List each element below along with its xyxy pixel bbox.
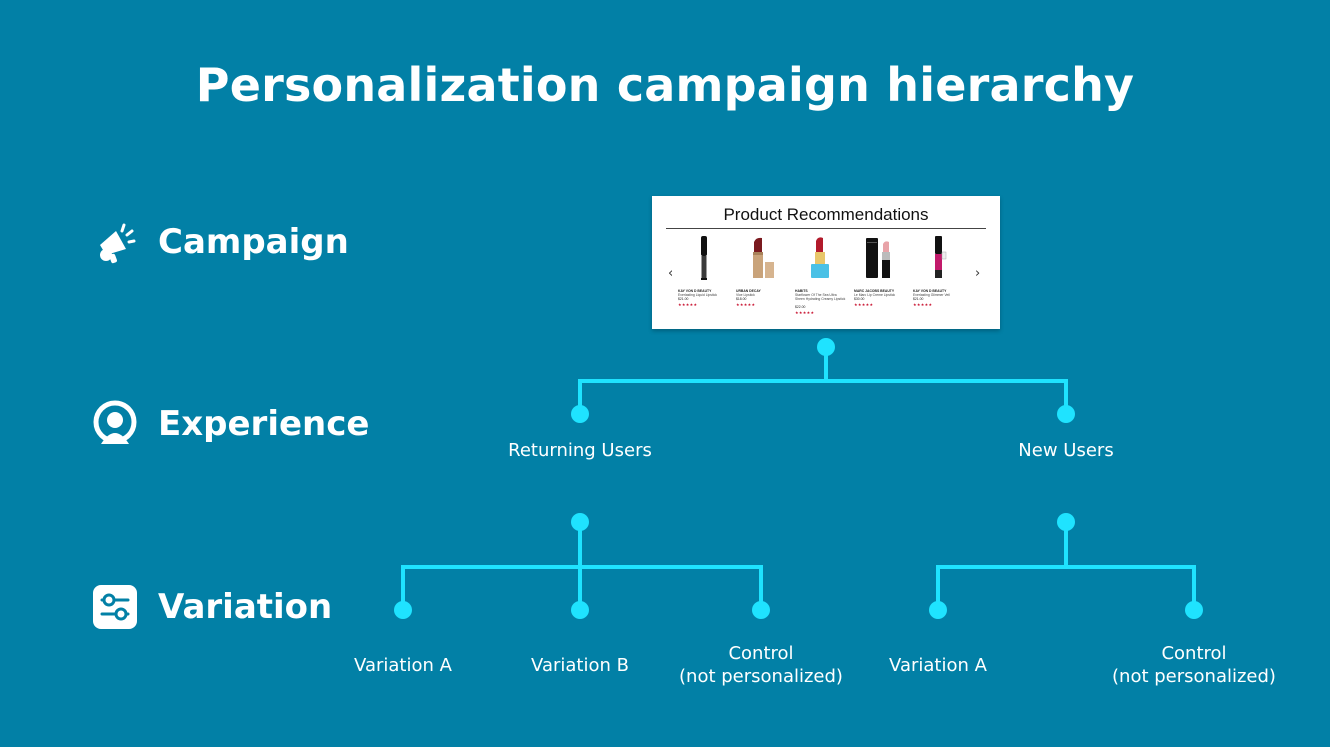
experience-branch-node — [1057, 513, 1075, 531]
product-brand: HABITS — [795, 289, 808, 293]
campaign-card: Product Recommendations ‹ › KAY VON D BE… — [652, 196, 1000, 329]
variation-node — [929, 601, 947, 619]
product-name: Vice Lipstick — [736, 293, 755, 297]
card-title: Product Recommendations — [723, 205, 929, 224]
variation-node — [394, 601, 412, 619]
product-name: Everlasting Glimmer Veil — [913, 293, 950, 297]
product-rating: ★★★★★ — [854, 302, 874, 307]
product-rating: ★★★★★ — [913, 302, 933, 307]
chevron-right-icon[interactable]: › — [975, 266, 981, 281]
product-name: Starflower Of The Sea Ultra Sheen Hydrat… — [795, 293, 846, 301]
level-label: Experience — [158, 404, 370, 444]
level-campaign: Campaign — [90, 212, 349, 272]
user-icon — [90, 399, 140, 449]
experience-label: New Users — [1018, 440, 1114, 461]
product-image — [811, 237, 829, 278]
product-image — [753, 237, 774, 278]
product-image — [701, 236, 707, 280]
megaphone-icon — [90, 217, 140, 267]
product-price: $22.00 — [795, 305, 806, 309]
level-variation: Variation — [90, 577, 332, 637]
chevron-left-icon[interactable]: ‹ — [668, 266, 674, 281]
sliders-icon — [90, 582, 140, 632]
product-price: $30.00 — [854, 297, 865, 301]
variation-node — [1185, 601, 1203, 619]
product-image — [866, 238, 890, 278]
product-image — [935, 236, 947, 278]
product-brand: KAY VON D BEAUTY — [913, 289, 947, 293]
product-price: $21.00 — [678, 297, 689, 301]
product-rating: ★★★★★ — [736, 302, 756, 307]
product-rating: ★★★★★ — [678, 302, 698, 307]
product-brand: URBAN DECAY — [736, 289, 761, 293]
page-title: Personalization campaign hierarchy — [195, 58, 1135, 112]
product-price: $18.00 — [736, 297, 747, 301]
product-brand: MARC JACOBS BEAUTY — [854, 289, 895, 293]
product-price: $21.00 — [913, 297, 924, 301]
variation-node — [571, 601, 589, 619]
card-divider — [666, 228, 986, 229]
product-rating: ★★★★★ — [795, 310, 815, 315]
product-brand: KAY VON D BEAUTY — [678, 289, 712, 293]
level-label: Variation — [158, 587, 333, 627]
variation-label: Variation B — [531, 655, 629, 676]
experience-branch-node — [571, 513, 589, 531]
variation-label: Control (not personalized) — [1112, 643, 1276, 687]
experience-label: Returning Users — [508, 440, 652, 461]
product-name: Le Marc Lip Creme Lipstick — [854, 293, 896, 297]
variation-label: Control (not personalized) — [679, 643, 843, 687]
product-name: Everlasting Liquid Lipstick — [678, 293, 718, 297]
variation-label: Variation A — [354, 655, 452, 676]
level-experience: Experience — [90, 394, 369, 454]
variation-node — [752, 601, 770, 619]
experience-node — [571, 405, 589, 423]
level-label: Campaign — [158, 222, 349, 262]
variation-label: Variation A — [889, 655, 987, 676]
campaign-node — [817, 338, 835, 356]
experience-node — [1057, 405, 1075, 423]
